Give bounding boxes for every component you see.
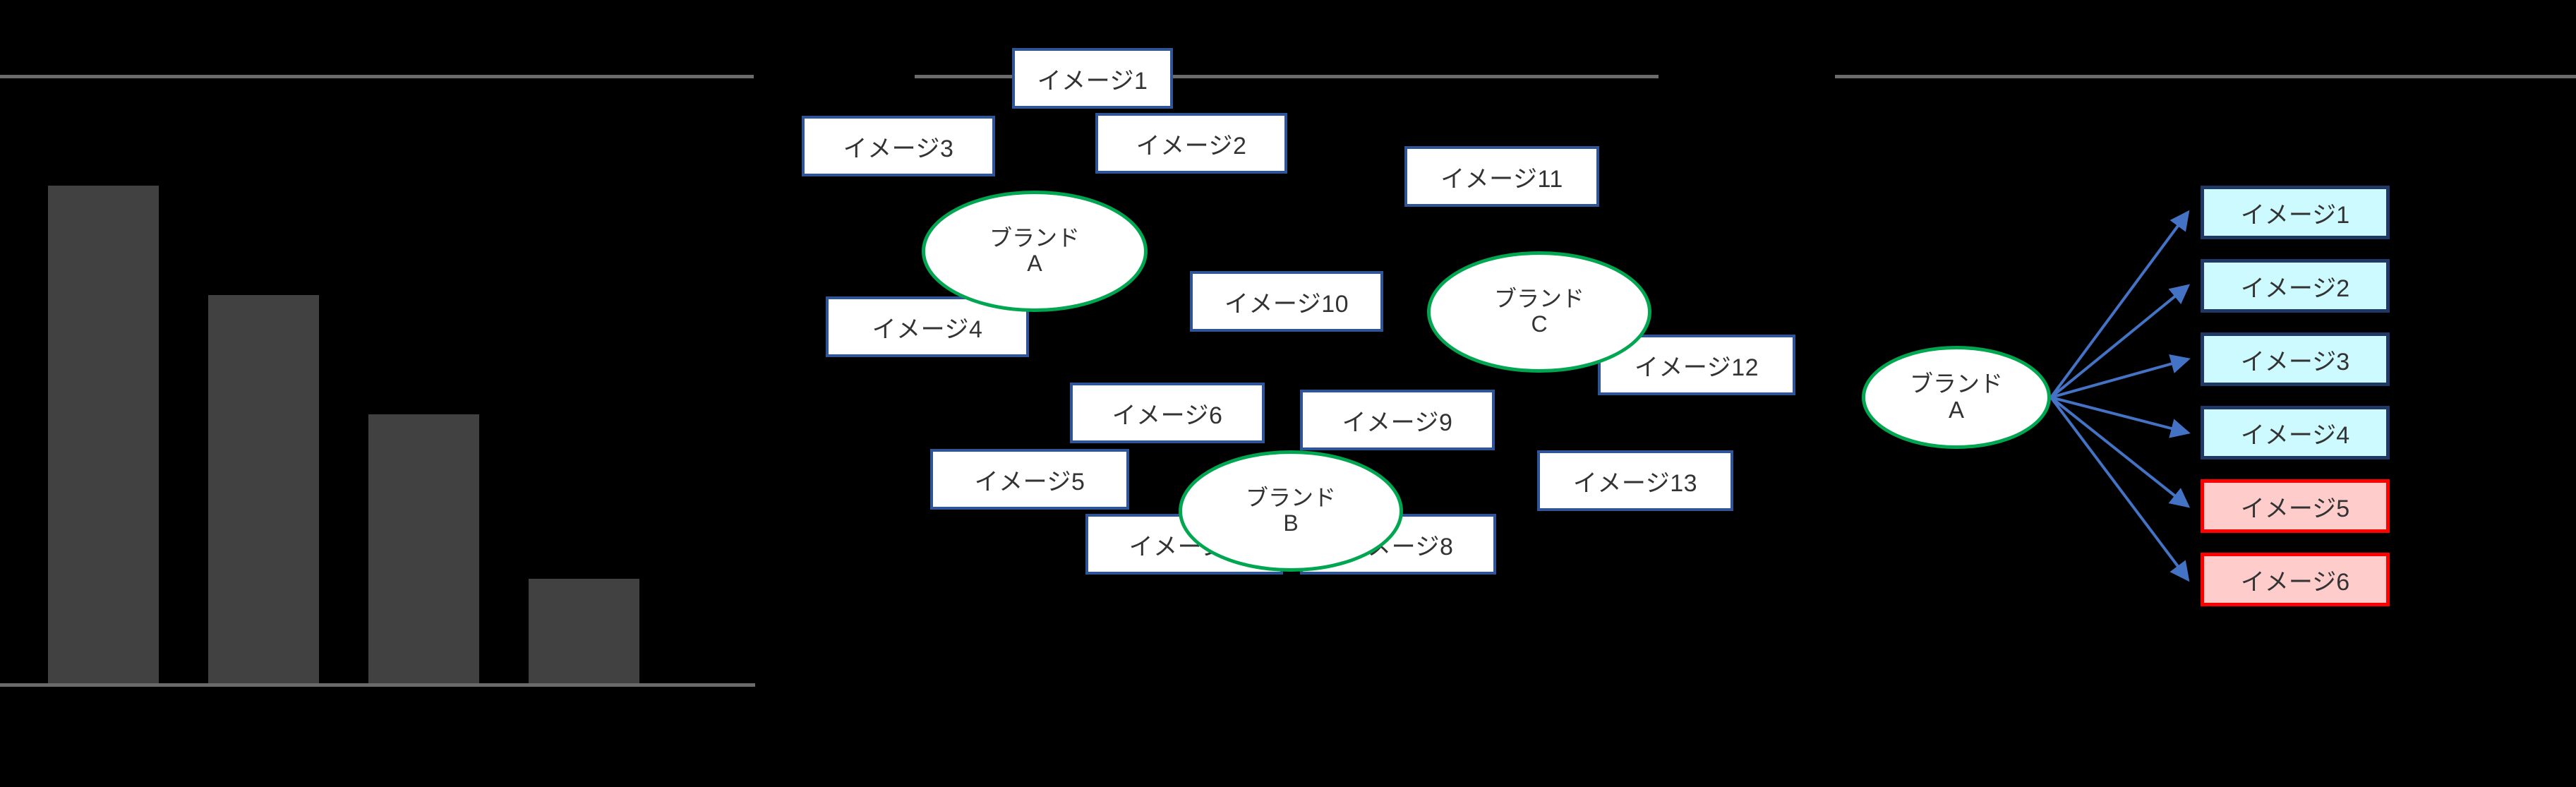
linked-image-box-6[interactable]: イメージ6 [2201,553,2390,606]
image-box-5[interactable]: イメージ10 [1190,271,1383,332]
brand-ellipse-line2: A [1027,251,1042,276]
linked-image-box-label: イメージ3 [2240,348,2350,376]
linked-image-box-1[interactable]: イメージ1 [2201,186,2390,239]
arrow-to-image-5 [2050,396,2191,508]
image-box-label: イメージ9 [1342,409,1453,436]
brand-ellipse-line1: ブランド [1493,286,1584,312]
arrow-to-image-6 [2050,396,2190,582]
image-box-1[interactable]: イメージ1 [1012,48,1173,109]
linked-image-box-label: イメージ2 [2240,275,2350,302]
image-box-label: イメージ3 [843,135,954,162]
chart-baseline-axis [0,683,755,687]
image-box-2[interactable]: イメージ3 [802,116,995,176]
bar-1 [48,186,159,683]
separator-right [1835,75,2576,78]
arrow-to-image-4 [2050,396,2191,438]
separator-middle [915,75,1659,78]
image-box-label: イメージ6 [1112,402,1223,429]
brand-ellipse-line2: C [1531,311,1548,337]
arrow-to-image-2 [2050,284,2191,399]
source-brand-line1: ブランド [1910,371,2003,397]
image-box-label: イメージ10 [1224,290,1349,318]
image-box-11[interactable]: イメージ5 [930,449,1129,510]
image-box-label: イメージ4 [872,316,983,343]
image-box-3[interactable]: イメージ2 [1095,113,1287,174]
linked-image-box-2[interactable]: イメージ2 [2201,259,2390,313]
image-box-label: イメージ2 [1136,132,1247,160]
separator-left [0,75,754,78]
image-box-label: イメージ11 [1440,165,1563,193]
bar-2 [208,295,319,683]
linked-image-box-label: イメージ6 [2240,568,2350,596]
source-brand-line2: A [1948,397,1964,423]
image-box-label: イメージ5 [974,468,1085,495]
image-box-8[interactable]: イメージ9 [1300,390,1495,450]
linked-image-box-label: イメージ1 [2240,201,2350,229]
image-box-4[interactable]: イメージ11 [1404,146,1599,207]
bar-chart-panel [0,0,755,787]
image-box-10[interactable]: イメージ13 [1537,450,1733,511]
brand-image-map-panel: イメージ1 イメージ3 イメージ2 イメージ11 イメージ10 イメージ4 イメージ12 イメ… [755,0,1835,787]
bar-3 [368,414,479,683]
linked-image-box-label: イメージ5 [2240,495,2350,522]
arrow-to-image-3 [2050,354,2191,399]
image-box-label: イメージ13 [1572,469,1698,497]
image-box-label: イメージ1 [1037,67,1148,95]
brand-ellipse-line1: ブランド [1245,485,1336,511]
image-box-9[interactable]: イメージ6 [1070,383,1265,443]
linked-image-box-label: イメージ4 [2240,421,2350,449]
linked-image-box-4[interactable]: イメージ4 [2201,406,2390,459]
arrow-layer [2050,210,2191,582]
linked-image-box-3[interactable]: イメージ3 [2201,332,2390,386]
brand-ellipse-line1: ブランド [989,225,1080,251]
bar-4 [529,579,639,683]
linked-image-box-5[interactable]: イメージ5 [2201,479,2390,533]
image-box-label: イメージ12 [1634,354,1759,381]
arrow-to-image-1 [2050,210,2190,399]
brand-ellipse-line2: B [1283,510,1299,536]
